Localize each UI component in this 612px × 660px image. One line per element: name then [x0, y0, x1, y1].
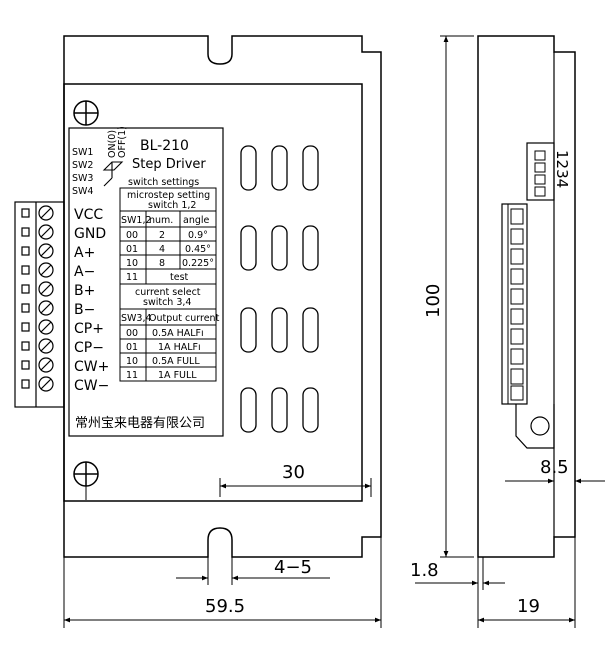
- switch-state-on: ON(0): [107, 130, 118, 158]
- product-name: Step Driver: [132, 157, 206, 172]
- dim-overall-width: 59.5: [205, 596, 245, 617]
- switch-label-4: SW4: [72, 186, 93, 197]
- microstep-cell: 0.45°: [185, 244, 211, 255]
- terminal-label-cp-minus: CP−: [74, 340, 104, 356]
- microstep-cell: 01: [126, 244, 138, 255]
- current-title-2: switch 3,4: [143, 297, 191, 308]
- terminal-label-cp-plus: CP+: [74, 321, 104, 337]
- microstep-cell: 10: [126, 258, 138, 269]
- microstep-cell: 8: [159, 258, 165, 269]
- dim-height: 100: [423, 284, 444, 318]
- side-connector-pins: [510, 208, 524, 401]
- current-cell: 11: [126, 370, 138, 381]
- terminal-block: [14, 201, 65, 408]
- front-view: [14, 35, 382, 558]
- microstep-title-1: microstep setting: [127, 190, 210, 201]
- microstep-cell: 2: [159, 230, 165, 241]
- current-cell: 0.5A HALFı: [152, 328, 204, 339]
- current-cell: 0.5A FULL: [152, 356, 200, 367]
- microstep-cell: 0.9°: [188, 230, 208, 241]
- model-name: BL-210: [140, 138, 189, 154]
- company-name: 常州宝来电器有限公司: [75, 416, 205, 431]
- side-bracket: [515, 404, 555, 449]
- microstep-cell: 4: [159, 244, 165, 255]
- side-dip-levers: [534, 150, 546, 197]
- side-bracket-hole: [530, 416, 550, 436]
- dim-flange-thickness: 1.8: [410, 560, 439, 581]
- switch-label-1: SW1: [72, 147, 93, 158]
- microstep-cell: 00: [126, 230, 138, 241]
- dip-switch-symbol: [102, 161, 124, 187]
- dim-hole-spacing: 30: [282, 462, 305, 483]
- microstep-cell: 0.225°: [182, 258, 214, 269]
- side-dip-switch: [526, 142, 555, 201]
- front-view-text: SW1 SW2 SW3 SW4 OFF(1) ON(0) BL-210 Step…: [72, 126, 220, 431]
- terminal-label-a-minus: A−: [74, 264, 95, 280]
- side-dimensions: [415, 35, 605, 628]
- front-dimensions: [63, 478, 382, 628]
- test-row-label: test: [170, 272, 189, 283]
- current-cell: 00: [126, 328, 138, 339]
- current-title-1: current select: [135, 287, 201, 298]
- mounting-hole-bottom: [73, 461, 99, 487]
- microstep-header-num: num.: [149, 215, 173, 226]
- current-cell: 10: [126, 356, 138, 367]
- switch-label-3: SW3: [72, 173, 93, 184]
- terminal-label-gnd: GND: [74, 226, 106, 242]
- side-dip-numbers: 1234: [553, 150, 571, 188]
- dim-slot-width: 4−5: [274, 557, 312, 578]
- side-connector: [501, 203, 528, 405]
- switch-label-2: SW2: [72, 160, 93, 171]
- ventilation-slots: [240, 145, 319, 433]
- dim-connector-depth: 8.5: [540, 457, 569, 478]
- current-header-output: Output current: [149, 313, 220, 324]
- switch-state-off: OFF(1): [117, 126, 128, 158]
- terminal-label-b-minus: B−: [74, 302, 95, 318]
- microstep-header-angle: angle: [183, 215, 210, 226]
- mounting-hole-top: [73, 100, 99, 126]
- current-header-sw: SW3,4: [121, 313, 152, 324]
- current-cell: 01: [126, 342, 138, 353]
- side-view: [477, 35, 576, 558]
- label-area: [68, 127, 224, 437]
- terminal-label-cw-minus: CW−: [74, 378, 109, 394]
- test-row-code: 11: [126, 272, 138, 283]
- terminal-screws: [21, 205, 54, 392]
- microstep-title-2: switch 1,2: [148, 200, 196, 211]
- terminal-label-b-plus: B+: [74, 283, 95, 299]
- terminal-label-vcc: VCC: [74, 207, 103, 223]
- terminal-label-a-plus: A+: [74, 245, 95, 261]
- current-cell: 1A FULL: [158, 370, 197, 381]
- current-cell: 1A HALFı: [158, 342, 201, 353]
- current-table-grid: [119, 283, 217, 382]
- terminal-label-cw-plus: CW+: [74, 359, 109, 375]
- microstep-header-sw: SW1,2: [121, 215, 152, 226]
- microstep-table-grid: [119, 187, 217, 285]
- switch-settings-label: switch settings: [128, 177, 199, 188]
- dim-side-width: 19: [517, 596, 540, 617]
